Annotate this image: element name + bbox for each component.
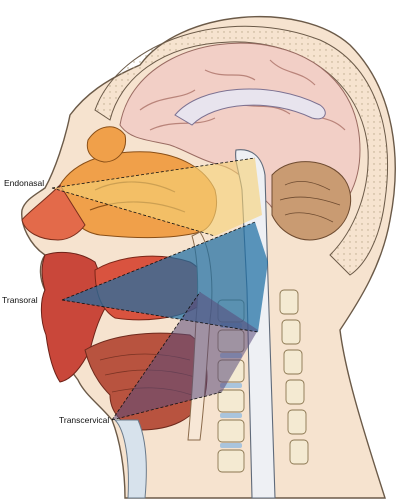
cerebellum-folia — [279, 180, 341, 223]
transcervical-corridor — [112, 292, 258, 420]
label-transoral: Transoral — [2, 295, 38, 305]
larynx — [113, 419, 147, 499]
brain-folds — [139, 59, 346, 131]
nose — [21, 184, 86, 241]
endonasal-corridor — [52, 158, 262, 236]
cerebellum — [271, 161, 352, 241]
trajectory-lines — [51, 157, 259, 421]
skull — [94, 25, 388, 276]
label-endonasal: Endonasal — [4, 178, 45, 188]
label-transcervical: Transcervical — [59, 415, 110, 425]
frontal-sinus — [86, 126, 127, 163]
corpus-callosum — [174, 88, 326, 126]
